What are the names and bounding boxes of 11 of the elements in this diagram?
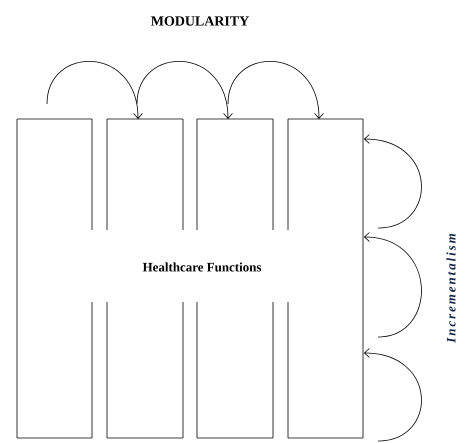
arrow [364, 134, 422, 228]
arrow [364, 232, 422, 338]
title: MODULARITY [151, 16, 249, 26]
axis-label: Incrementalism [446, 234, 456, 343]
box [16, 118, 92, 438]
arrow [46, 61, 143, 119]
arrow [136, 61, 233, 119]
arrow [364, 348, 422, 442]
label: Healthcare Functions [142, 262, 262, 272]
arrow [228, 61, 324, 119]
box [288, 118, 364, 438]
